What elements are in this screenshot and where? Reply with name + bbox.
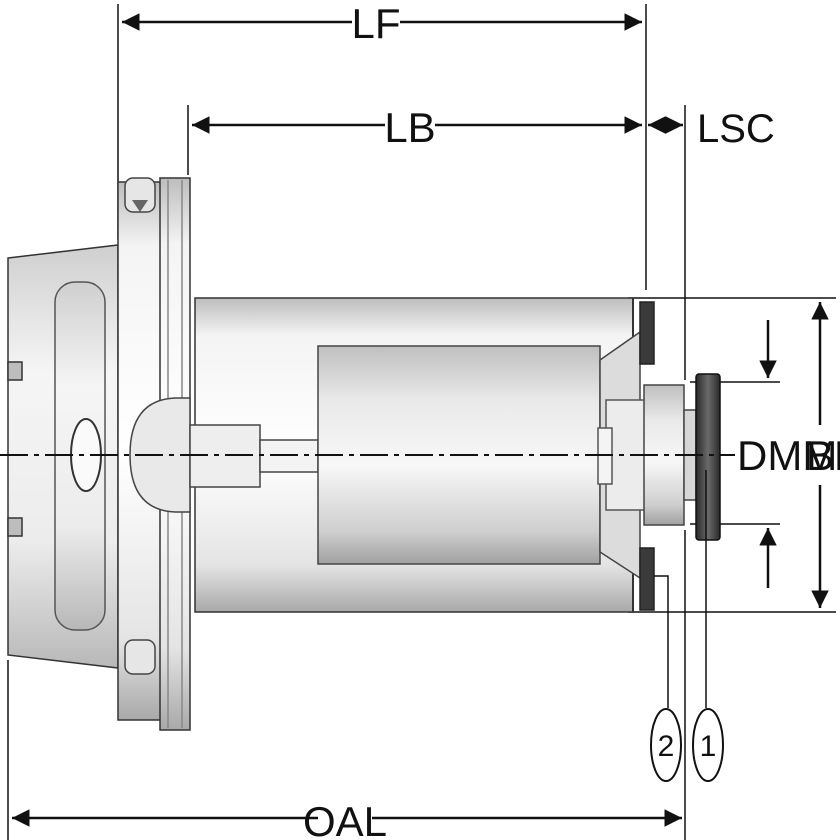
label-lb: LB (384, 104, 435, 151)
label-lsc: LSC (697, 107, 775, 151)
callout-leaders (654, 470, 707, 708)
label-bd: BD (806, 432, 840, 479)
dimension-lines (12, 13, 829, 827)
svg-text:2: 2 (658, 730, 675, 763)
svg-text:1: 1 (700, 730, 717, 763)
locking-ring (695, 373, 721, 541)
label-lf: LF (351, 0, 400, 47)
label-dmm: DMM (737, 432, 837, 479)
callout-2: 2 (650, 708, 682, 782)
seal-ring (639, 301, 655, 365)
callout-1: 1 (692, 708, 724, 782)
label-oal: OAL (303, 798, 387, 840)
